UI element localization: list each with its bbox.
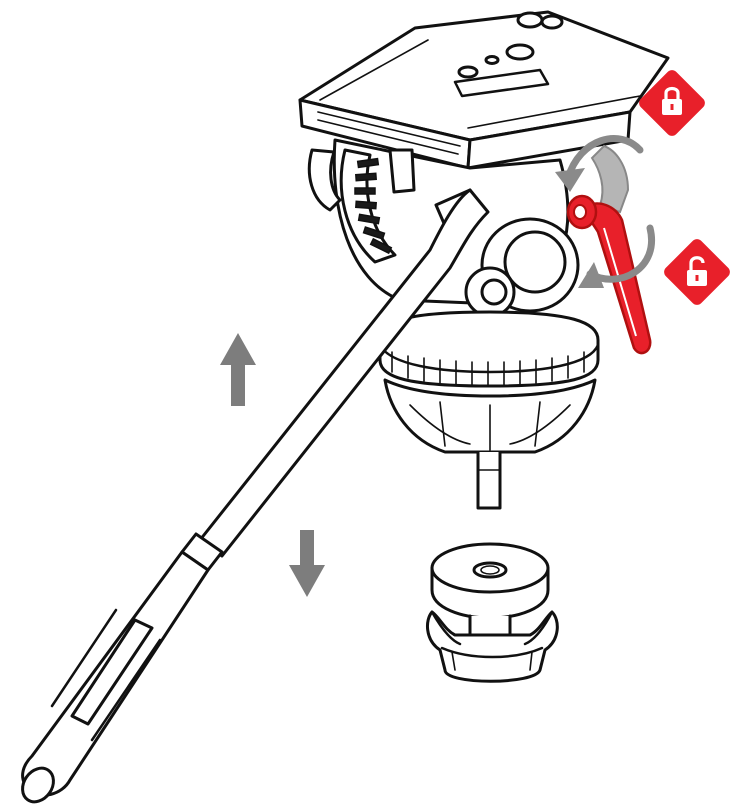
arrow-up-icon <box>220 333 256 406</box>
camera-plate <box>298 10 670 170</box>
tilt-wheel-ribs <box>354 157 393 255</box>
bowl-adapter <box>426 542 559 683</box>
unlock-icon <box>664 239 730 305</box>
pan-handle <box>21 188 490 804</box>
base-bowl <box>378 310 600 510</box>
rotation-arrows <box>555 135 656 288</box>
lock-icon <box>639 70 705 136</box>
arrow-down-icon <box>289 530 325 597</box>
